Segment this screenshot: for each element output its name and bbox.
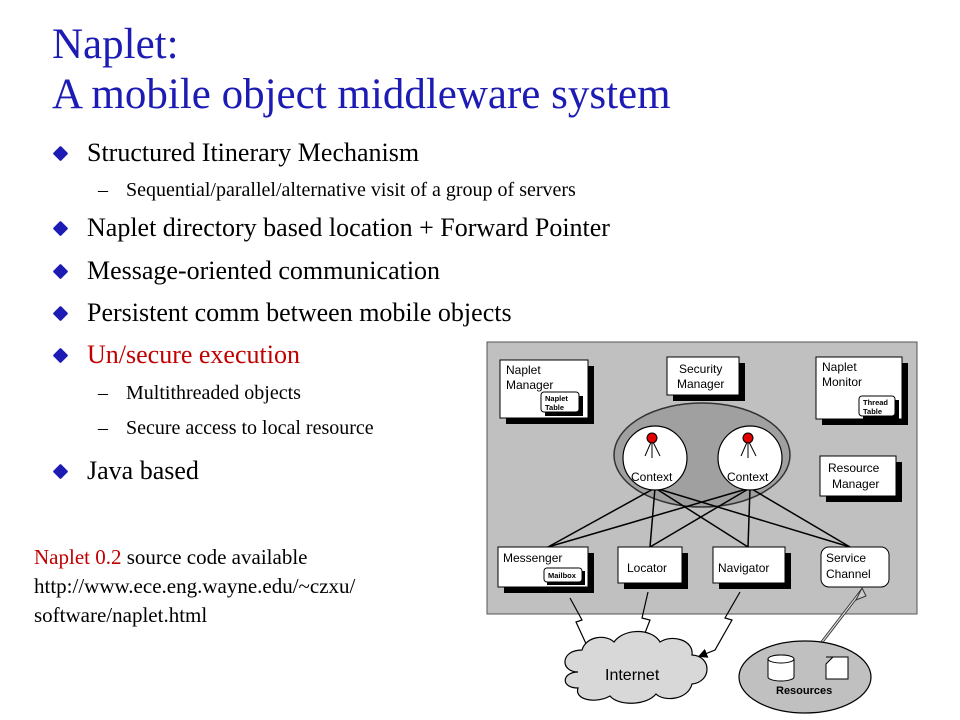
naplet-table-label: Naplet: [545, 394, 568, 403]
mobile-agent-icon: [646, 432, 658, 444]
security-manager-label: Security: [679, 362, 722, 376]
version-label: Naplet 0.2: [34, 545, 122, 569]
context-right: Context: [717, 425, 783, 491]
bullet-item: Naplet directory based location + Forwar…: [52, 213, 610, 243]
bullet-text: Message-oriented communication: [87, 256, 441, 285]
mailbox-label: Mailbox: [548, 571, 577, 580]
thread-table-box: [858, 395, 896, 417]
sub-bullet-text: Secure access to local resource: [126, 417, 374, 439]
naplet-monitor-label: Monitor: [822, 375, 862, 389]
sub-bullet-text: Multithreaded objects: [126, 382, 301, 404]
dash-marker: –: [98, 417, 108, 439]
resource-manager-label: Manager: [832, 477, 879, 491]
context-left: Context: [622, 425, 688, 491]
security-manager-label: Manager: [677, 377, 724, 391]
context-label: Context: [727, 470, 769, 484]
bullet-text: Naplet directory based location + Forwar…: [87, 213, 610, 242]
bullet-item-highlighted: Un/secure execution: [52, 340, 300, 370]
bullet-text: Un/secure execution: [87, 340, 300, 369]
context-label: Context: [631, 470, 673, 484]
bullet-text: Java based: [87, 456, 199, 485]
mobile-agent-icon: [742, 432, 754, 444]
messenger-label: Messenger: [503, 551, 562, 565]
database-icon: [767, 654, 795, 682]
locator-box: [617, 546, 683, 584]
service-channel-label: Channel: [826, 567, 871, 581]
naplet-table-label: Table: [545, 403, 564, 412]
bullet-item: Java based: [52, 456, 199, 486]
resources-label: Resources: [776, 685, 832, 697]
internet-cloud: Internet: [564, 630, 708, 704]
source-url-line-1: http://www.ece.eng.wayne.edu/~czxu/: [34, 574, 356, 598]
navigator-label: Navigator: [718, 561, 769, 575]
dash-marker: –: [98, 382, 108, 404]
dash-marker: –: [98, 179, 108, 201]
service-channel-label: Service: [826, 551, 866, 565]
service-channel-box: [820, 546, 890, 588]
resource-manager-label: Resource: [828, 461, 880, 475]
source-note: Naplet 0.2 source code available http://…: [34, 543, 355, 630]
bullet-item: Structured Itinerary Mechanism: [52, 138, 420, 168]
slide-title: Naplet: A mobile object middleware syste…: [52, 20, 671, 120]
file-icon: [825, 656, 849, 680]
title-line-2: A mobile object middleware system: [52, 71, 671, 118]
title-line-1: Naplet:: [52, 21, 179, 68]
naplet-manager-label: Naplet: [506, 363, 541, 377]
sub-bullet-item: –Multithreaded objects: [98, 381, 301, 405]
sub-bullet-item: –Sequential/parallel/alternative visit o…: [98, 178, 576, 202]
thread-table-label: Thread: [863, 398, 888, 407]
thread-table-label: Table: [863, 407, 882, 416]
sub-bullet-item: –Secure access to local resource: [98, 416, 374, 440]
naplet-table-box: [540, 391, 580, 413]
navigator-box: [712, 546, 786, 584]
connection-lines: [547, 487, 851, 548]
note-text: source code available: [121, 545, 308, 569]
bullet-text: Structured Itinerary Mechanism: [87, 138, 420, 167]
naplet-manager-label: Manager: [506, 378, 553, 392]
security-manager-box: [666, 356, 740, 396]
internet-label: Internet: [605, 667, 660, 684]
resources-ellipse: Resources: [738, 640, 872, 714]
sub-bullet-text: Sequential/parallel/alternative visit of…: [126, 179, 576, 201]
bullet-text: Persistent comm between mobile objects: [87, 298, 512, 327]
resource-manager-box: [819, 455, 897, 497]
naplet-monitor-label: Naplet: [822, 360, 857, 374]
mailbox-box: [543, 567, 583, 583]
locator-label: Locator: [627, 561, 667, 575]
bullet-item: Message-oriented communication: [52, 256, 441, 286]
source-url-line-2: software/naplet.html: [34, 603, 208, 627]
bullet-item: Persistent comm between mobile objects: [52, 298, 512, 328]
